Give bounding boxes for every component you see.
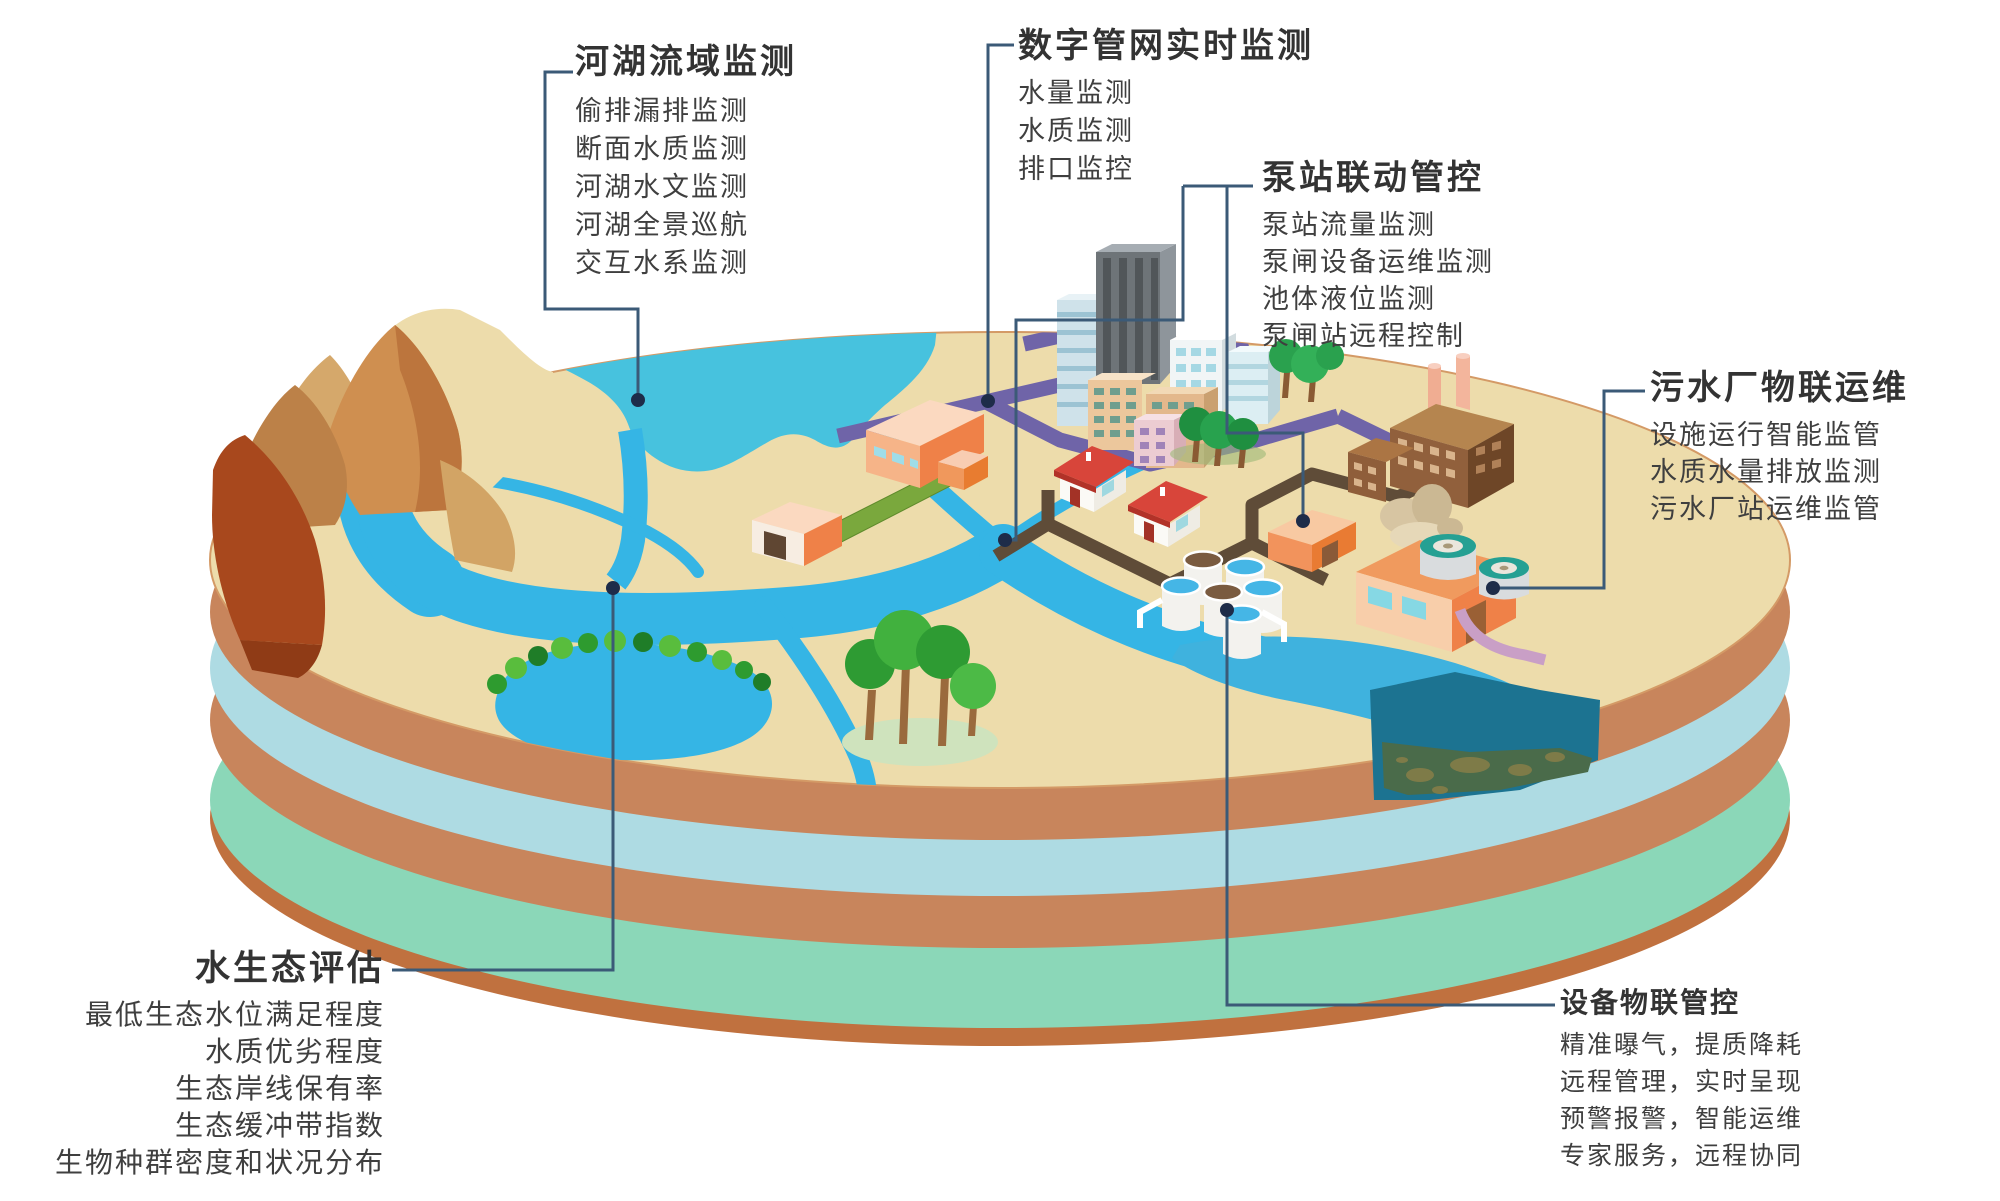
river-basin-item: 偷排漏排监测 (575, 95, 749, 127)
houses (1054, 446, 1208, 547)
waterfall-edge (1370, 672, 1600, 800)
mountains (212, 308, 560, 678)
callout-equipment: 设备物联管控 精准曝气，提质降耗 远程管理，实时呈现 预警报警，智能运维 专家服… (1560, 986, 1803, 1174)
sewage-plant-item: 污水厂站运维监管 (1650, 493, 1882, 525)
water-ecology-title: 水生态评估 (194, 949, 385, 989)
leader-dot-pipe-network (981, 394, 995, 408)
leader-dot-water-ecology (606, 581, 620, 595)
sewage-plant-title: 污水厂物联运维 (1650, 368, 1909, 408)
leader-equipment (1225, 612, 1555, 1007)
pump-flat-building (1268, 510, 1356, 572)
leader-dot-pump-station-a (1296, 514, 1310, 528)
nw-buildings (752, 400, 988, 566)
leader-dot-river-basin (631, 393, 645, 407)
city-buildings (1057, 244, 1280, 468)
equipment-item: 专家服务，远程协同 (1560, 1140, 1804, 1170)
estuary-west-arm (606, 427, 648, 590)
house-1 (1054, 446, 1134, 512)
river-pump-house (752, 502, 842, 566)
equipment-item: 远程管理，实时呈现 (1560, 1066, 1804, 1096)
pipe-network-item: 水质监测 (1018, 115, 1134, 147)
river-basin-item: 河湖水文监测 (575, 171, 749, 203)
lake-shore-bushes (487, 630, 771, 694)
equipment-title: 设备物联管控 (1560, 986, 1741, 1019)
river-basin-title: 河湖流域监测 (575, 42, 797, 82)
callout-river-basin: 河湖流域监测 偷排漏排监测 断面水质监测 河湖水文监测 河湖全景巡航 交互水系监… (575, 42, 797, 283)
pump-station-title: 泵站联动管控 (1262, 158, 1484, 198)
midrise-peach-a (1088, 373, 1156, 450)
sewage-plant-item: 设施运行智能监管 (1650, 419, 1882, 451)
water-ecology-item: 生态岸线保有率 (174, 1072, 385, 1105)
leader-dot-equipment (1220, 603, 1234, 617)
sewage-plant-item: 水质水量排放监测 (1650, 456, 1882, 488)
pipe-network-item: 水量监测 (1018, 77, 1134, 109)
south-trees (842, 610, 998, 766)
equipment-item: 精准曝气，提质降耗 (1560, 1029, 1804, 1059)
sediment-blobs (1396, 752, 1565, 794)
pump-station-item: 池体液位监测 (1262, 283, 1436, 315)
midrise-pink (1134, 414, 1186, 466)
callout-sewage-plant: 污水厂物联运维 设施运行智能监管 水质水量排放监测 污水厂站运维监管 (1650, 368, 1909, 528)
river-basin-item: 断面水质监测 (575, 133, 749, 165)
callout-water-ecology: 水生态评估 最低生态水位满足程度 水质优劣程度 生态岸线保有率 生态缓冲带指数 … (55, 948, 385, 1181)
leader-dot-pump-station-b (998, 533, 1012, 547)
water-ecology-item: 生物种群密度和状况分布 (54, 1146, 385, 1179)
pipe-network-item: 排口监控 (1018, 153, 1134, 185)
rocks (1380, 484, 1463, 550)
equipment-item: 预警报警，智能运维 (1560, 1103, 1804, 1133)
leader-river-basin (543, 70, 640, 398)
river-basin-item: 交互水系监测 (575, 247, 749, 279)
water-ecology-item: 最低生态水位满足程度 (84, 998, 385, 1031)
creek (464, 472, 704, 578)
factory (1348, 353, 1514, 508)
water-ecology-item: 生态缓冲带指数 (174, 1109, 385, 1142)
tower-gray (1096, 244, 1176, 384)
lake (495, 643, 773, 761)
leader-water-ecology (392, 590, 615, 972)
treatment-building (866, 400, 988, 490)
main-river (355, 452, 1029, 645)
house-2 (1128, 481, 1208, 547)
pump-station-item: 泵闸设备运维监测 (1262, 246, 1494, 278)
river-basin-item: 河湖全景巡航 (575, 209, 749, 241)
leader-lines (392, 43, 1645, 1007)
leader-sewage-plant (1496, 389, 1645, 590)
sewage-plant (1268, 510, 1547, 666)
leader-pump-station-a (1225, 186, 1305, 519)
pipe-network-title: 数字管网实时监测 (1018, 26, 1314, 66)
water-ecology-item: 水质优劣程度 (204, 1035, 385, 1068)
leader-pump-station-b (1008, 186, 1185, 542)
pump-station-item: 泵闸站远程控制 (1262, 320, 1465, 352)
outfall-pipe (1454, 607, 1547, 666)
callout-pipe-network: 数字管网实时监测 水量监测 水质监测 排口监控 (1018, 26, 1314, 189)
leader-dot-sewage-plant (1486, 581, 1500, 595)
callout-pump-station: 泵站联动管控 泵站流量监测 泵闸设备运维监测 池体液位监测 泵闸站远程控制 (1262, 158, 1494, 355)
leader-pipe-network (986, 43, 1014, 399)
pump-station-item: 泵站流量监测 (1262, 209, 1436, 241)
